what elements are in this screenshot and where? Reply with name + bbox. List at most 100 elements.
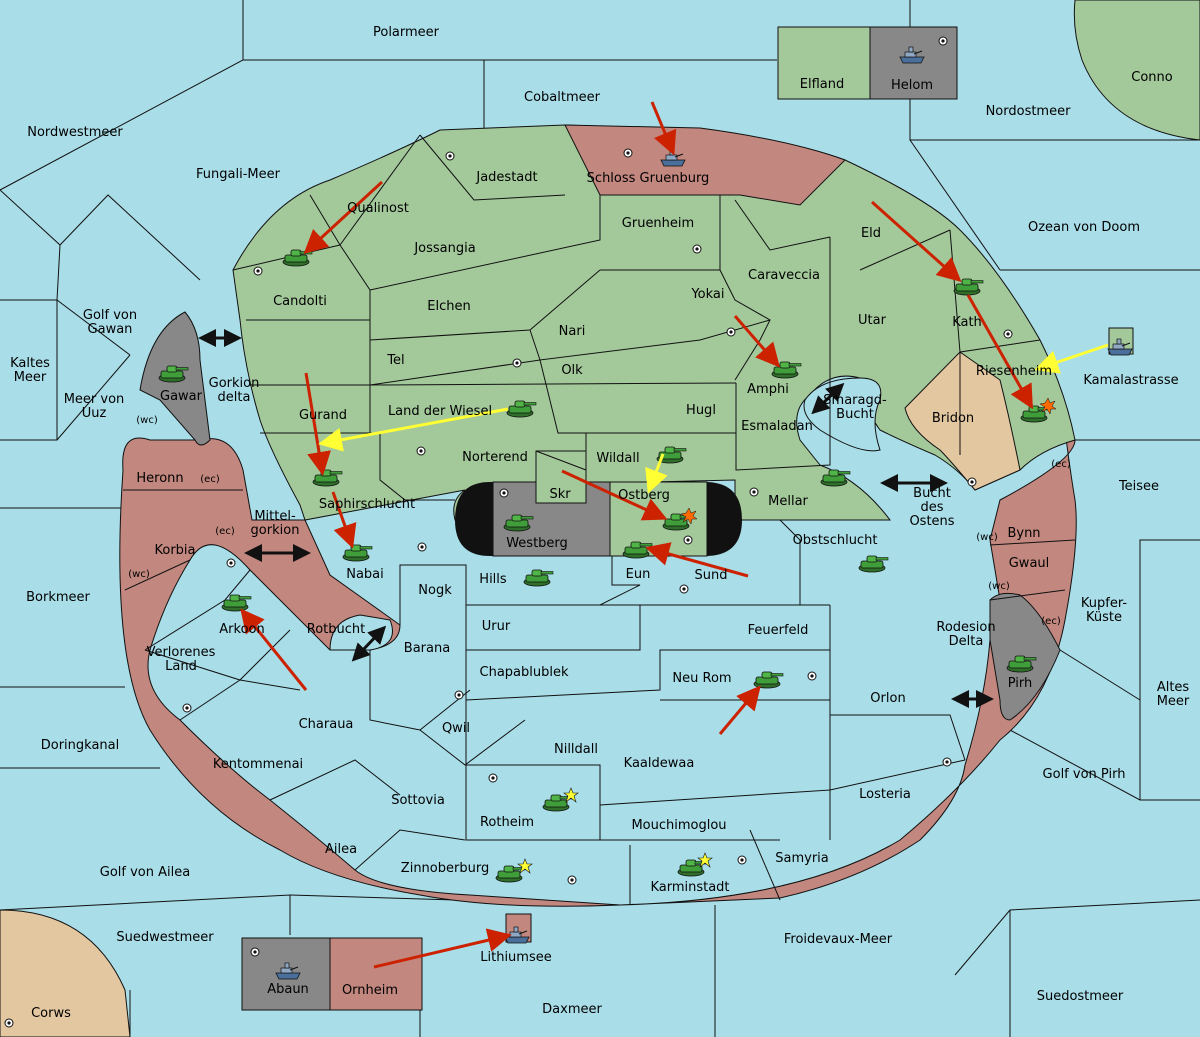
label-suedostmeer: Suedostmeer (1037, 989, 1124, 1004)
label-neurom: Neu Rom (672, 671, 731, 686)
label-schloss: Schloss Gruenburg (587, 171, 710, 186)
label-rotheim: Rotheim (480, 815, 534, 830)
label-qualinost: Qualinost (347, 201, 409, 216)
label-tel: Tel (386, 353, 404, 368)
label-nordostmeer: Nordostmeer (986, 104, 1072, 119)
label-froidevaux: Froidevaux-Meer (784, 932, 893, 947)
label-elfland: Elfland (800, 77, 844, 92)
label-ec3: (ec) (1051, 459, 1071, 470)
label-kamalastrasse: Kamalastrasse (1083, 373, 1178, 388)
label-cobaltmeer: Cobaltmeer (524, 90, 601, 105)
label-mellar: Mellar (768, 494, 808, 509)
label-mittelgorkion: Mittel-gorkion (251, 509, 300, 538)
label-wc3: (wc) (976, 532, 998, 543)
support-orders (318, 343, 1109, 494)
label-borkmeer: Borkmeer (26, 590, 90, 605)
label-candolti: Candolti (273, 294, 327, 309)
label-ec1: (ec) (200, 474, 220, 485)
label-zinnoberburg: Zinnoberburg (401, 861, 489, 876)
label-nabai: Nabai (346, 567, 384, 582)
label-nilldall: Nilldall (554, 742, 598, 757)
label-bynn: Bynn (1007, 526, 1040, 541)
label-wc1: (wc) (136, 415, 158, 426)
label-gruenheim: Gruenheim (622, 216, 694, 231)
label-wildall: Wildall (596, 451, 639, 466)
label-eld: Eld (861, 226, 881, 241)
label-karminstadt: Karminstadt (650, 880, 729, 895)
label-riesenheim: Riesenheim (976, 364, 1052, 379)
label-samyria: Samyria (775, 851, 829, 866)
label-lithiumsee: Lithiumsee (480, 950, 551, 965)
label-ec4: (ec) (1041, 616, 1061, 627)
label-fungali: Fungali-Meer (196, 167, 281, 182)
label-daxmeer: Daxmeer (542, 1002, 602, 1017)
label-kentommenai: Kentommenai (213, 757, 303, 772)
label-qwil: Qwil (442, 721, 470, 736)
label-utar: Utar (858, 313, 887, 328)
label-corws: Corws (31, 1006, 71, 1021)
label-ec2: (ec) (215, 526, 235, 537)
label-feuerfeld: Feuerfeld (748, 623, 809, 638)
label-yokai: Yokai (690, 287, 724, 302)
label-norterend: Norterend (462, 450, 528, 465)
label-ailea: Ailea (325, 842, 357, 857)
adjacency-arrows (198, 329, 994, 708)
label-barana: Barana (404, 641, 450, 656)
label-conno: Conno (1131, 70, 1173, 85)
label-obstschlucht: Obstschlucht (793, 533, 878, 548)
label-arkoon: Arkoon (219, 622, 264, 637)
move-orders (240, 101, 1033, 969)
label-jadestadt: Jadestadt (475, 170, 537, 185)
label-gwaul: Gwaul (1009, 556, 1050, 571)
label-amphi: Amphi (747, 382, 789, 397)
label-kath: Kath (952, 315, 982, 330)
label-westberg: Westberg (506, 536, 568, 551)
label-abaun: Abaun (267, 982, 309, 997)
label-olk: Olk (561, 363, 583, 378)
label-wc2: (wc) (128, 569, 150, 580)
label-korbia: Korbia (154, 543, 195, 558)
labels: PolarmeerCobaltmeerNordwestmeerFungali-M… (10, 25, 1190, 1021)
label-ostberg: Ostberg (618, 488, 670, 503)
label-golf-pirh: Golf von Pirh (1043, 767, 1126, 782)
province-borders (123, 134, 1076, 905)
bridon-region[interactable] (904, 351, 1021, 491)
label-elchen: Elchen (427, 299, 470, 314)
label-nogk: Nogk (418, 583, 452, 598)
corws-region[interactable] (0, 909, 131, 1037)
label-suedwestmeer: Suedwestmeer (116, 930, 214, 945)
elfland-region[interactable] (777, 26, 871, 100)
label-ozean: Ozean von Doom (1028, 220, 1140, 235)
label-golf-ailea: Golf von Ailea (100, 865, 190, 880)
label-urur: Urur (482, 619, 511, 634)
label-caraveccia: Caraveccia (748, 268, 820, 283)
label-wc4: (wc) (988, 581, 1010, 592)
label-rotbucht: Rotbucht (307, 622, 365, 637)
label-teisee: Teisee (1118, 479, 1159, 494)
label-charaua: Charaua (299, 717, 354, 732)
label-hills: Hills (479, 572, 507, 587)
label-gurand: Gurand (299, 408, 347, 423)
label-pirh: Pirh (1008, 676, 1033, 691)
label-sottovia: Sottovia (391, 793, 445, 808)
label-nari: Nari (559, 324, 586, 339)
label-skr: Skr (549, 487, 571, 502)
ornheim-region[interactable] (329, 937, 423, 1011)
label-smaragd: Smaragd-Bucht (823, 393, 887, 422)
label-ornheim: Ornheim (342, 983, 398, 998)
label-kupfer: Kupfer-Küste (1081, 596, 1127, 625)
label-gawar: Gawar (160, 389, 203, 404)
label-chapablublek: Chapablublek (480, 665, 569, 680)
label-heronn: Heronn (136, 471, 183, 486)
conno-region[interactable] (1073, 0, 1200, 141)
label-eun: Eun (626, 567, 651, 582)
schloss-gruenburg-region[interactable] (564, 124, 846, 206)
